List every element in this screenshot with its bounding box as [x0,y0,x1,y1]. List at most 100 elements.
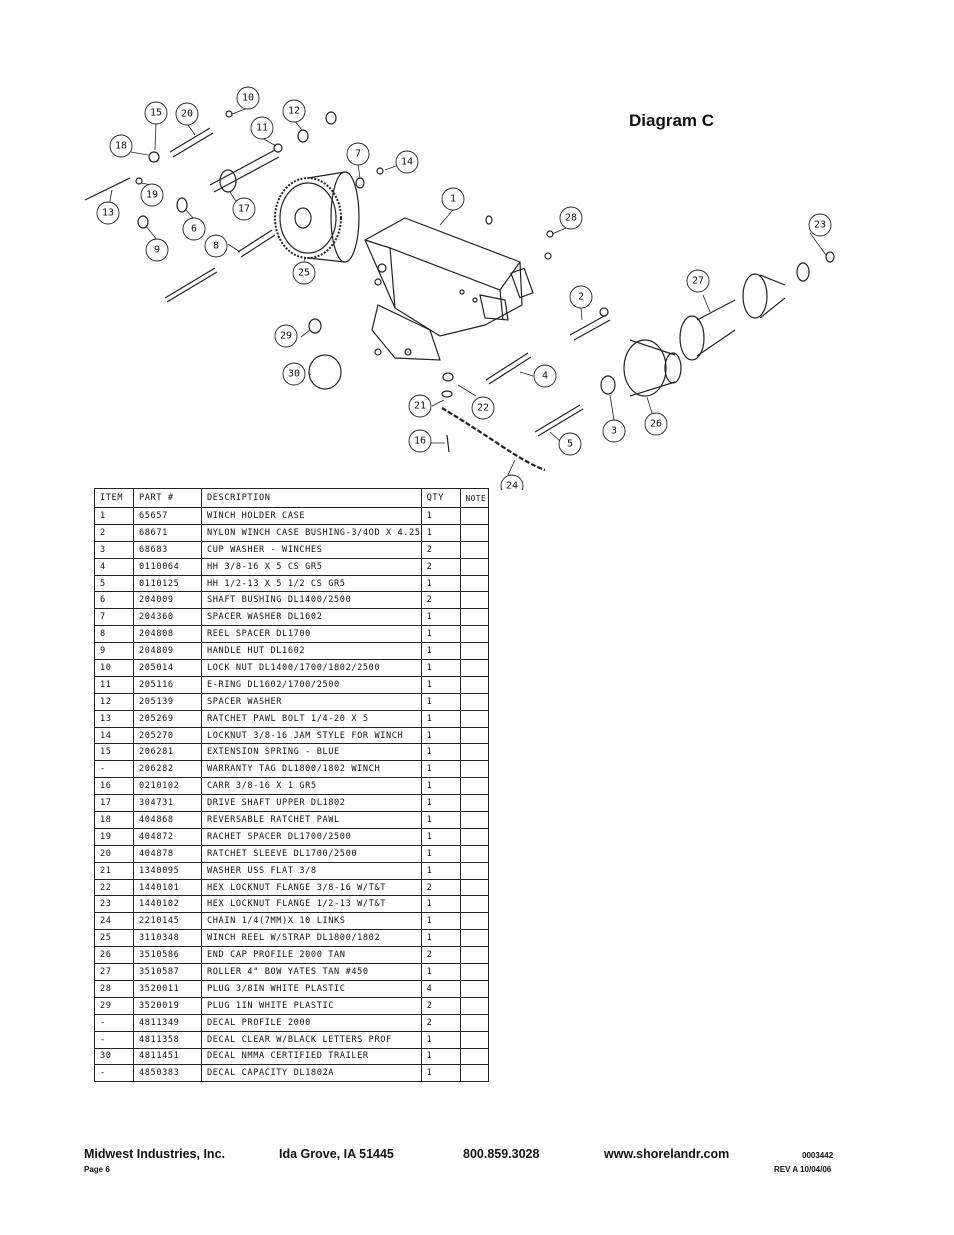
callout-20 [175,102,199,126]
row-qty: 1 [420,963,461,981]
row-item: 15 [94,743,134,762]
callout-27 [686,269,710,293]
row-description: HH 1/2-13 X 5 1/2 CS GR5 [201,574,422,593]
row-note [459,760,489,779]
callout-label-4: 4 [542,371,548,382]
table-header-row: ITEM PART # DESCRIPTION QTY NOTE [94,488,489,508]
callout-label-1: 1 [450,194,456,205]
callout-label-3: 3 [611,426,617,437]
callout-9 [145,238,169,262]
row-qty: 1 [420,760,461,779]
callout-21 [408,394,432,418]
callout-4 [533,364,557,388]
row-note [459,709,489,728]
row-part-number: 0110125 [133,574,202,593]
row-description: RACHET SPACER DL1700/2500 [201,827,422,846]
row-description: HEX LOCKNUT FLANGE 3/8-16 W/T&T [201,878,422,897]
callout-24 [500,474,524,490]
footer-doc-number: 0003442 [802,1151,834,1160]
row-item: 14 [94,726,134,745]
callout-label-14: 14 [401,157,413,168]
row-part-number: 0210102 [133,777,202,796]
callout-label-13: 13 [102,208,114,219]
row-item: 19 [94,827,134,846]
row-item: 29 [94,996,134,1015]
row-part-number: 204809 [133,642,202,661]
callout-12 [282,99,306,123]
row-item: 6 [94,591,134,610]
row-description: E-RING DL1602/1700/2500 [201,675,422,694]
row-part-number: 206282 [133,760,202,779]
row-note [459,929,489,948]
row-qty: 2 [420,878,461,897]
row-qty: 1 [420,608,461,627]
header-note: NOTE [459,488,489,508]
row-part-number: 1340095 [133,861,202,880]
row-qty: 2 [420,540,461,559]
callout-label-8: 8 [213,241,219,252]
row-description: LOCK NUT DL1400/1700/1802/2500 [201,659,422,677]
row-part-number: 204808 [133,625,202,644]
callout-1 [441,187,465,211]
row-part-number: 0110064 [133,557,202,576]
row-description: WASHER USS FLAT 3/8 [201,861,422,880]
row-description: LOCKNUT 3/8-16 JAM STYLE FOR WINCH [201,726,422,745]
callout-6 [182,217,206,241]
row-description: DECAL CAPACITY DL1802A [201,1064,422,1083]
row-note [459,692,489,711]
row-part-number: 4811451 [133,1047,202,1066]
callout-22 [471,396,495,420]
row-description: HANDLE HUT DL1602 [201,642,422,661]
callout-label-30: 30 [288,369,300,380]
row-note [459,979,489,998]
row-part-number: 68671 [133,523,202,542]
row-item: 28 [94,979,134,998]
row-description: WINCH HOLDER CASE [201,507,422,525]
callout-label-24: 24 [506,481,518,491]
row-note [459,844,489,863]
callout-13 [96,201,120,225]
row-description: WARRANTY TAG DL1800/1802 WINCH [201,760,422,779]
callout-label-5: 5 [567,439,573,450]
row-note [459,557,489,576]
row-qty: 1 [420,929,461,948]
row-description: END CAP PROFILE 2000 TAN [201,946,422,965]
row-item: 9 [94,642,134,661]
row-item: 25 [94,929,134,948]
row-qty: 1 [420,777,461,796]
header-qty: QTY [420,488,461,508]
row-item: 8 [94,625,134,644]
row-note [459,1064,489,1083]
footer-company: Midwest Industries, Inc. [84,1147,225,1161]
callout-label-21: 21 [414,401,426,412]
row-part-number: 205269 [133,709,202,728]
row-description: SPACER WASHER DL1602 [201,608,422,627]
row-part-number: 205014 [133,659,202,677]
row-item: 27 [94,963,134,981]
callout-label-29: 29 [280,331,292,342]
winch-reel-drawing [274,171,360,263]
row-qty: 2 [420,591,461,610]
callout-5 [558,432,582,456]
callout-label-22: 22 [477,403,489,414]
row-description: SHAFT BUSHING DL1400/2500 [201,591,422,610]
row-qty: 2 [420,557,461,576]
row-part-number: 204360 [133,608,202,627]
callout-label-9: 9 [154,245,160,256]
